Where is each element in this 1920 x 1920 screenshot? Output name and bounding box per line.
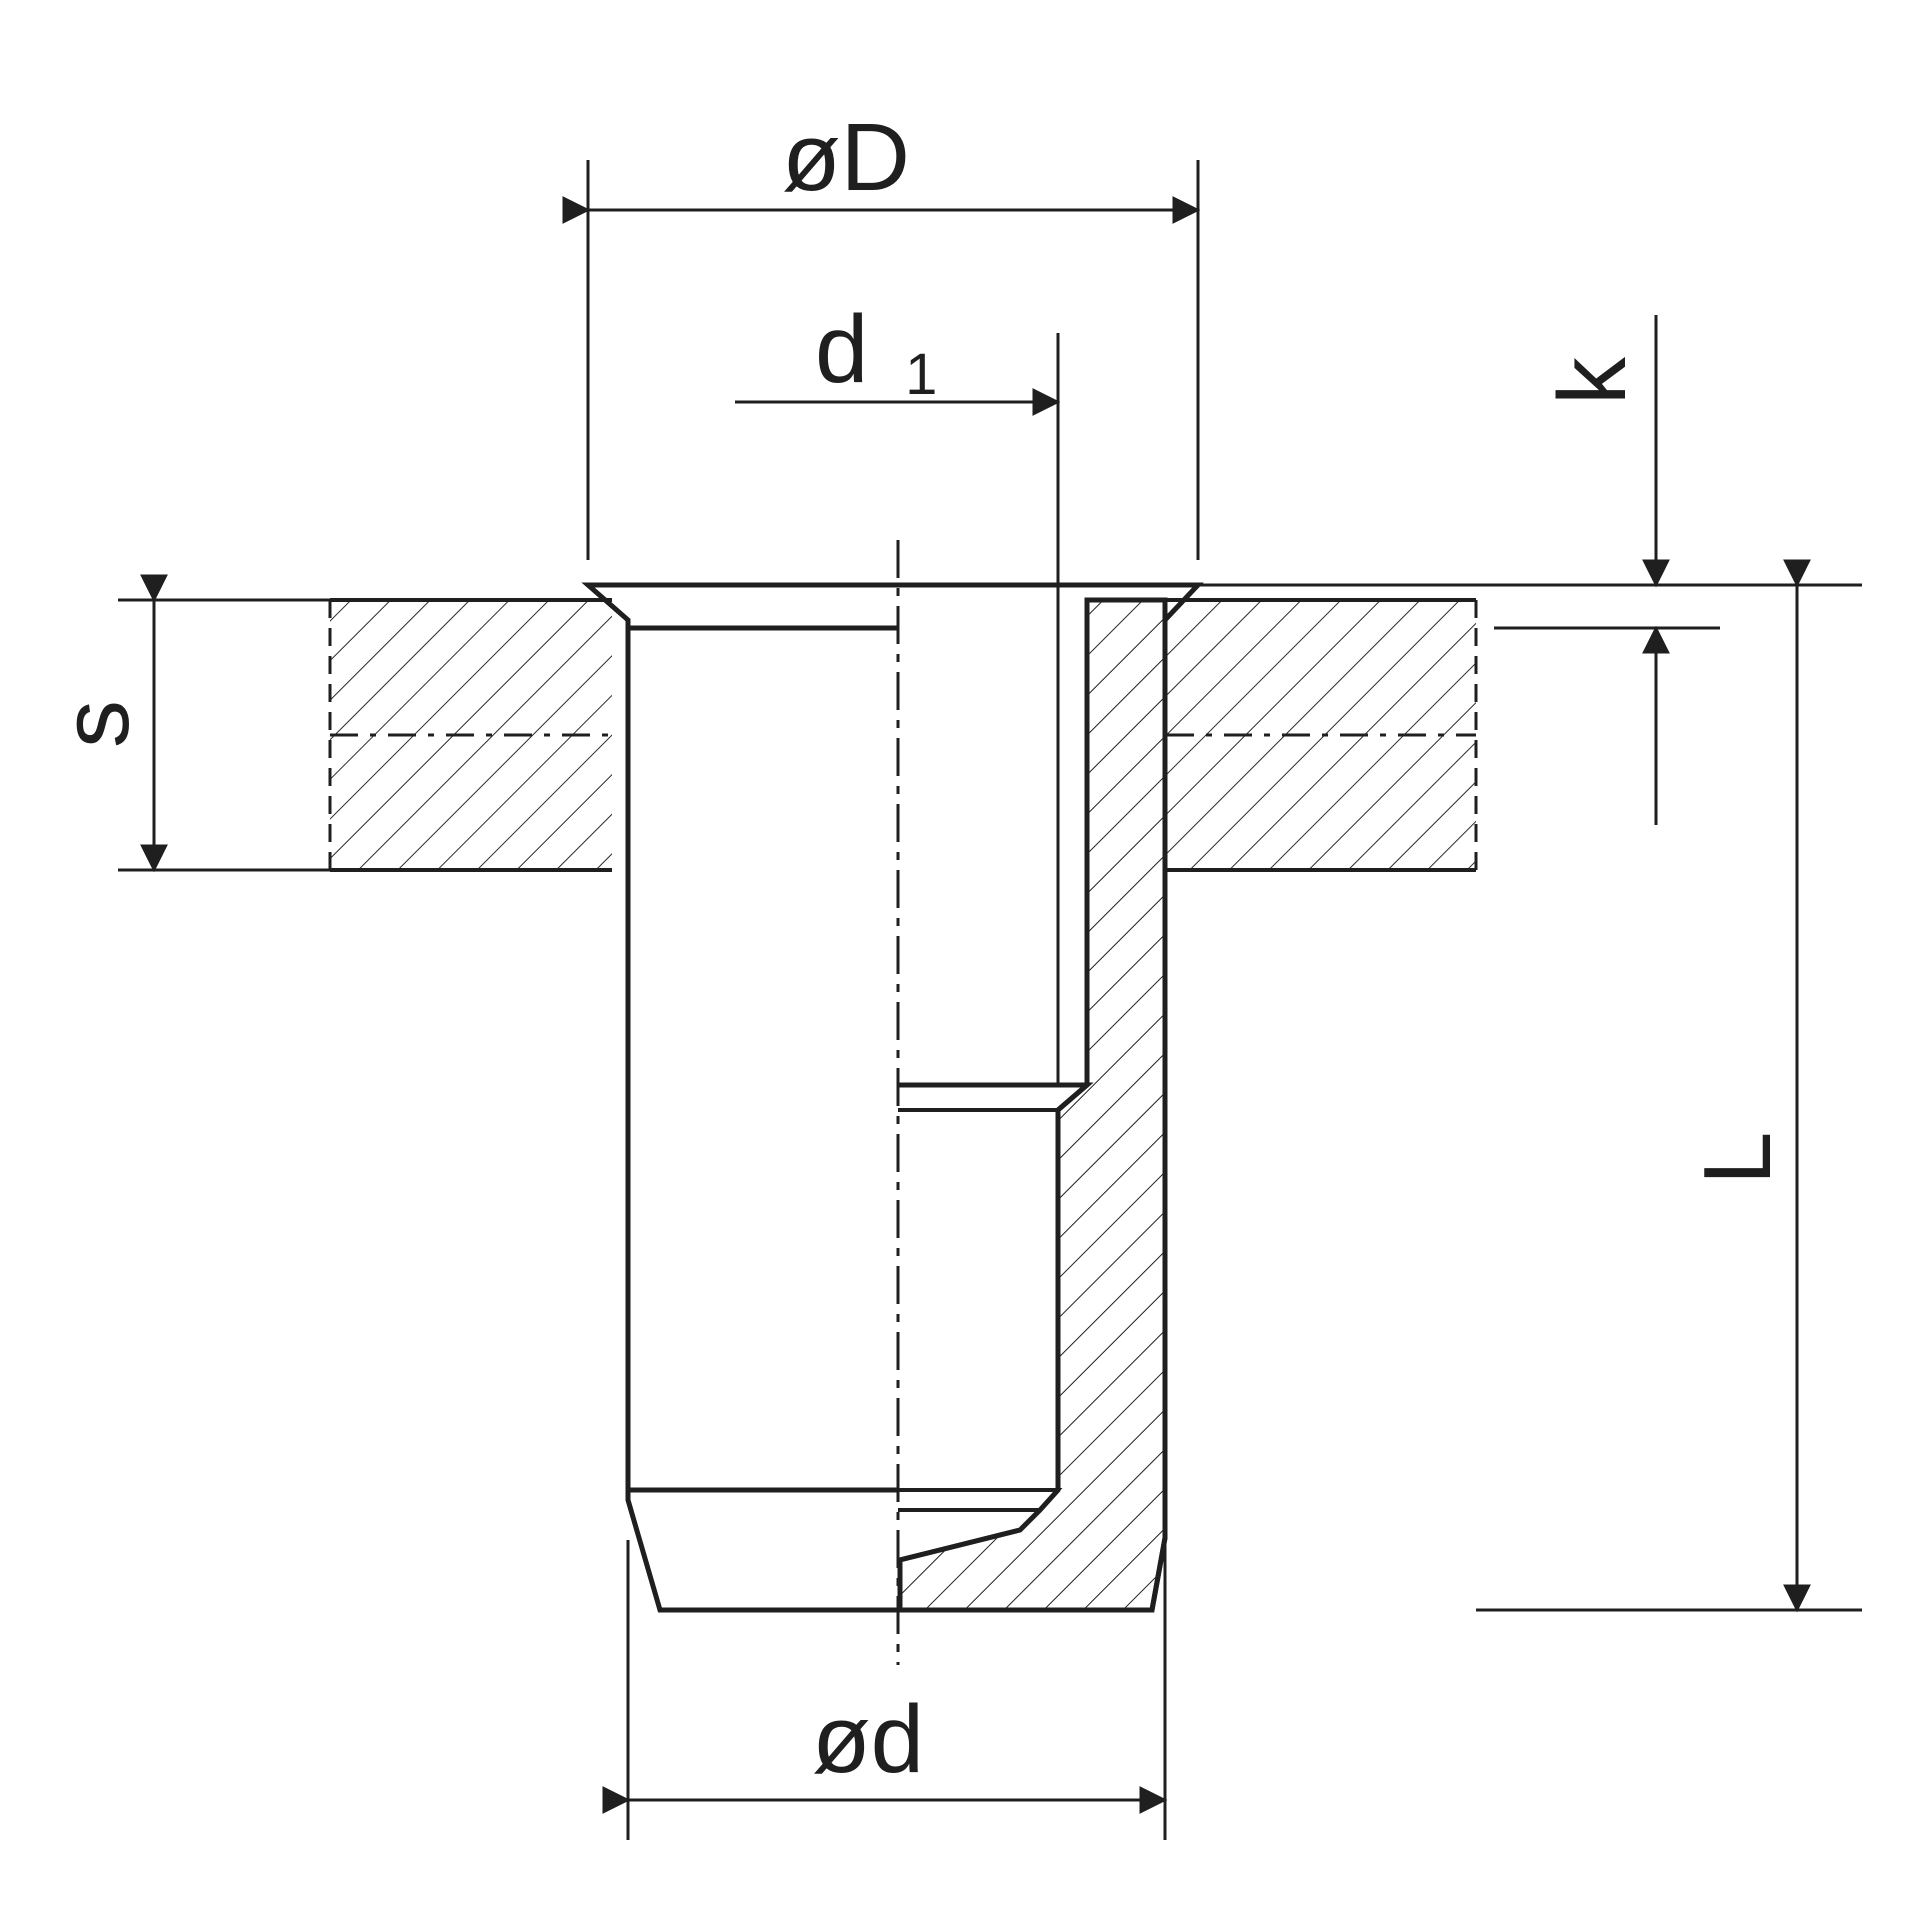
shank-diameter-label: ød — [812, 1686, 924, 1793]
head-height-label: k — [1539, 356, 1646, 405]
length-label: L — [1684, 1132, 1791, 1185]
plate-section-left — [328, 598, 612, 872]
rivet-nut-body — [581, 540, 1204, 1665]
outer-diameter-label: øD — [782, 104, 910, 211]
dimension-lines — [118, 160, 1862, 1840]
grip-thickness-label: s — [42, 700, 149, 748]
inner-diameter-label: d 1 — [815, 296, 937, 407]
plate-section-right — [1166, 598, 1478, 872]
